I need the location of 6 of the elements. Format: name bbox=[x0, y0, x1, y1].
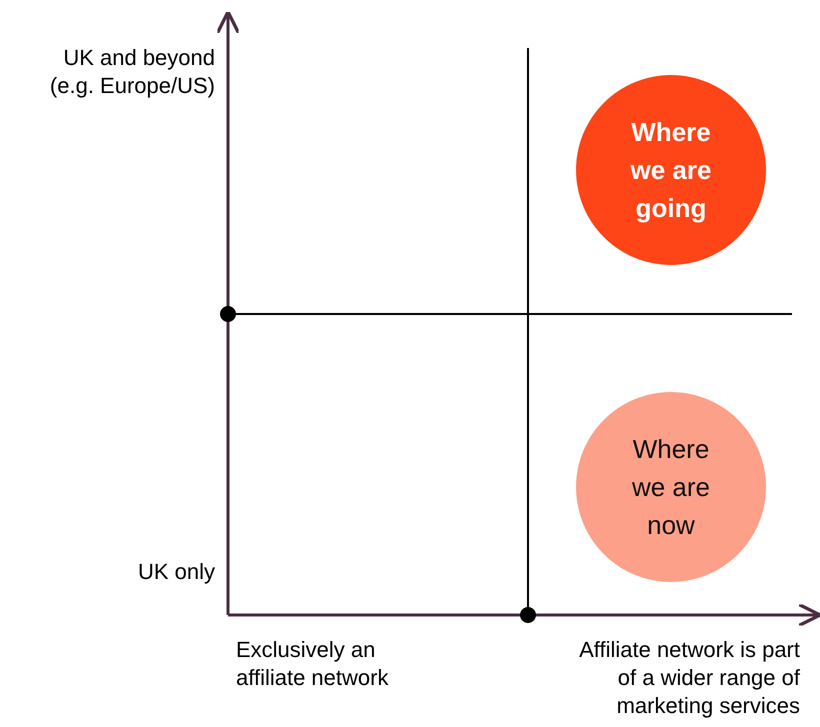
x-axis-label: Affiliate network is part of a wider range of marketing services bbox=[578, 636, 800, 720]
circle-label: Where we are going bbox=[630, 116, 712, 225]
y-axis-label: UK and beyond (e.g. Europe/US) bbox=[48, 44, 215, 100]
x-axis-label: Exclusively an affiliate network bbox=[236, 636, 390, 692]
circle-label: Where we are now bbox=[630, 433, 712, 542]
y-axis-label: UK only bbox=[136, 558, 215, 586]
